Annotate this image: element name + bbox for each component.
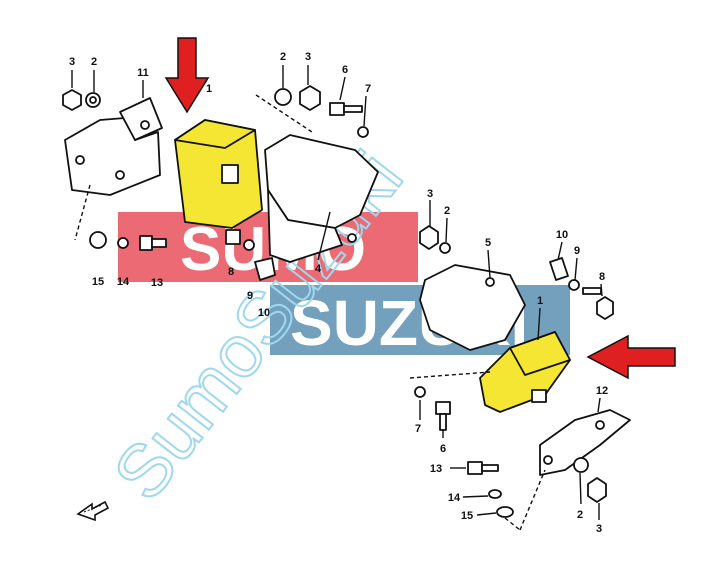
lock-washer-icon xyxy=(357,126,369,138)
bolt-head-icon xyxy=(467,461,483,475)
callout-1: 1 xyxy=(537,295,543,307)
bolt-hole xyxy=(347,233,357,243)
leader-line xyxy=(597,397,601,413)
bolt-hole xyxy=(595,420,605,430)
callout-15: 15 xyxy=(92,276,104,288)
callout-12: 12 xyxy=(596,385,608,397)
leader-line xyxy=(317,211,331,261)
callout-9: 9 xyxy=(247,290,253,302)
callout-6: 6 xyxy=(342,64,348,76)
callout-3: 3 xyxy=(305,51,311,63)
nut-icon xyxy=(62,89,82,111)
callout-3: 3 xyxy=(596,523,602,535)
leader-line xyxy=(537,307,541,341)
bracket-11-tab xyxy=(119,97,163,141)
bolt-head-icon xyxy=(225,229,241,245)
callout-2: 2 xyxy=(280,51,286,63)
leader-line xyxy=(339,76,346,101)
callout-10: 10 xyxy=(556,229,568,241)
nut-plate-10 xyxy=(254,257,276,281)
red-arrow-down-icon xyxy=(164,37,210,114)
callout-2: 2 xyxy=(91,56,97,68)
frame-bracket-5 xyxy=(419,264,526,351)
leader-line xyxy=(487,249,491,279)
bolt-shank xyxy=(582,287,602,295)
nut-icon xyxy=(419,225,439,250)
callout-15: 15 xyxy=(461,510,473,522)
callout-10: 10 xyxy=(258,307,270,319)
callout-6: 6 xyxy=(440,443,446,455)
lock-washer-icon xyxy=(439,242,451,254)
washer-icon xyxy=(573,457,589,473)
bolt-head-icon xyxy=(329,102,345,116)
bolt-shank xyxy=(343,105,363,113)
bolt-hole xyxy=(485,277,495,287)
callout-7: 7 xyxy=(365,83,371,95)
callout-8: 8 xyxy=(599,271,605,283)
callout-14: 14 xyxy=(448,492,461,504)
callout-2: 2 xyxy=(444,205,450,217)
bolt-head-icon xyxy=(596,296,614,320)
leader-line xyxy=(557,241,563,261)
washer-hole xyxy=(89,96,97,104)
mount-stud xyxy=(221,164,239,184)
washer-icon xyxy=(496,506,514,518)
leader-line xyxy=(476,512,497,516)
engine-mount-1-bottom-face xyxy=(509,331,571,376)
leader-line xyxy=(574,257,578,281)
callout-4: 4 xyxy=(315,263,322,275)
callout-2: 2 xyxy=(577,509,583,521)
bolt-hole xyxy=(140,120,150,130)
callout-1: 1 xyxy=(206,83,212,95)
leader-line xyxy=(409,371,491,379)
lock-washer-icon xyxy=(243,239,255,251)
callout-9: 9 xyxy=(574,245,580,257)
lock-washer-icon xyxy=(568,279,580,291)
nut-icon xyxy=(587,477,607,503)
leader-line xyxy=(579,472,582,505)
callout-14: 14 xyxy=(117,276,130,288)
bolt-head-icon xyxy=(435,401,451,415)
lock-washer-icon xyxy=(117,237,129,249)
bolt-hole xyxy=(115,170,125,180)
bolt-hole xyxy=(543,455,553,465)
frame-bracket-4-arm xyxy=(267,189,343,263)
leader-line xyxy=(519,469,546,531)
leader-line xyxy=(462,495,489,498)
callout-13: 13 xyxy=(151,277,163,289)
arrow-hatch xyxy=(83,504,103,513)
bolt-hole xyxy=(75,155,85,165)
callout-13: 13 xyxy=(430,463,442,475)
leader-line xyxy=(504,517,521,531)
leader-line xyxy=(74,184,91,241)
red-arrow-left-icon xyxy=(586,334,676,380)
front-direction-arrow-icon xyxy=(76,500,110,522)
leader-line xyxy=(600,283,603,297)
callout-3: 3 xyxy=(427,188,433,200)
bracket-12 xyxy=(539,409,631,476)
leader-line xyxy=(363,95,367,127)
callout-7: 7 xyxy=(415,423,421,435)
bracket-11-upper xyxy=(64,117,161,196)
mount-stud xyxy=(531,389,547,403)
bolt-shank xyxy=(439,413,447,431)
callout-8: 8 xyxy=(228,266,234,278)
bolt-head-icon xyxy=(139,235,153,251)
bolt-shank xyxy=(481,464,499,472)
callout-3: 3 xyxy=(69,56,75,68)
bolt-shank xyxy=(151,238,167,248)
washer-icon xyxy=(274,88,292,106)
callout-5: 5 xyxy=(485,237,491,249)
washer-icon xyxy=(89,231,107,249)
nut-icon xyxy=(299,85,321,111)
callout-11: 11 xyxy=(137,67,149,79)
engine-mount-1-top-face xyxy=(174,119,256,149)
lock-washer-icon xyxy=(414,386,426,398)
lock-washer-icon xyxy=(488,489,502,499)
leader-line xyxy=(445,217,448,243)
nut-plate-10 xyxy=(549,257,569,281)
